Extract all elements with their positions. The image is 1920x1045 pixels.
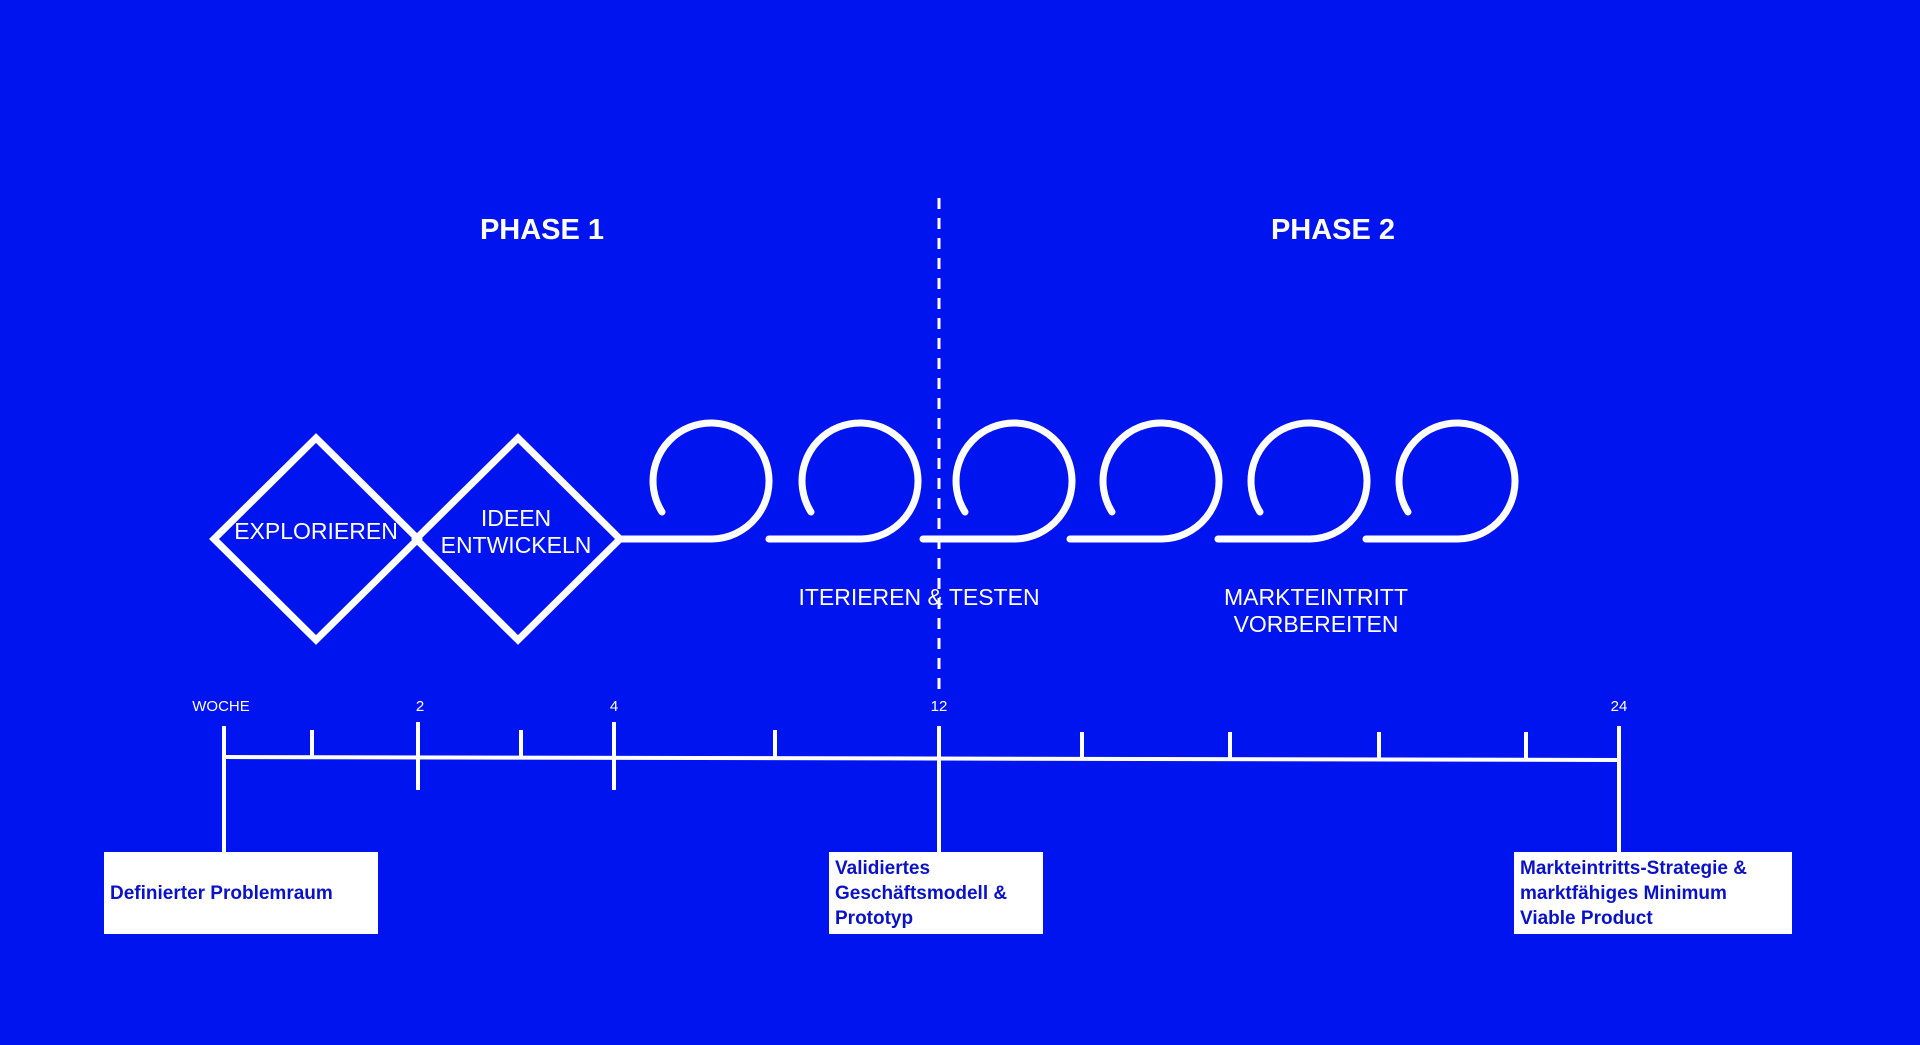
timeline-axis (222, 755, 1621, 762)
loop-4 (1066, 419, 1223, 543)
iteration-loops (616, 419, 1519, 543)
market-label-line-1: MARKTEINTRITT (1224, 584, 1408, 610)
loop-6 (1362, 419, 1519, 543)
tick-label-week-24: 24 (1610, 698, 1628, 715)
explore-label: EXPLORIEREN (234, 518, 398, 544)
milestone-problem-space: Definierter Problemraum (104, 852, 378, 934)
milestone-validated-model-text: Validiertes Geschäftsmodell & Prototyp (835, 857, 1008, 929)
milestone-market-strategy-text: Markteintritts-Strategie & marktfähiges … (1520, 857, 1747, 929)
phase-2-title: PHASE 2 (1270, 214, 1396, 246)
loop-3 (919, 419, 1076, 543)
iterate-label: ITERIEREN & TESTEN (798, 584, 1040, 610)
loop-2 (765, 419, 922, 543)
ideate-label-line-2: ENTWICKELN (440, 532, 592, 558)
ideate-diamond (411, 433, 625, 645)
ideate-label: IDEEN ENTWICKELN (441, 505, 592, 559)
market-label-line-2: VORBEREITEN (1233, 611, 1399, 637)
tick-label-week-2: 2 (415, 698, 425, 715)
milestone-problem-space-text: Definierter Problemraum (110, 882, 333, 904)
milestone-validated-model: Validiertes Geschäftsmodell & Prototyp (829, 852, 1043, 934)
tick-label-week-4: 4 (609, 698, 619, 715)
timeline-unit-label: WOCHE (192, 698, 250, 715)
tick-label-week-12: 12 (930, 698, 948, 715)
ideate-label-line-1: IDEEN (480, 505, 552, 531)
loop-1 (616, 419, 773, 543)
timeline (222, 722, 1621, 853)
loop-5 (1214, 419, 1371, 543)
market-label: MARKTEINTRITT VORBEREITEN (1224, 584, 1408, 638)
explore-diamond (209, 433, 423, 645)
phase-1-title: PHASE 1 (479, 214, 605, 246)
milestone-market-strategy: Markteintritts-Strategie & marktfähiges … (1514, 852, 1792, 934)
